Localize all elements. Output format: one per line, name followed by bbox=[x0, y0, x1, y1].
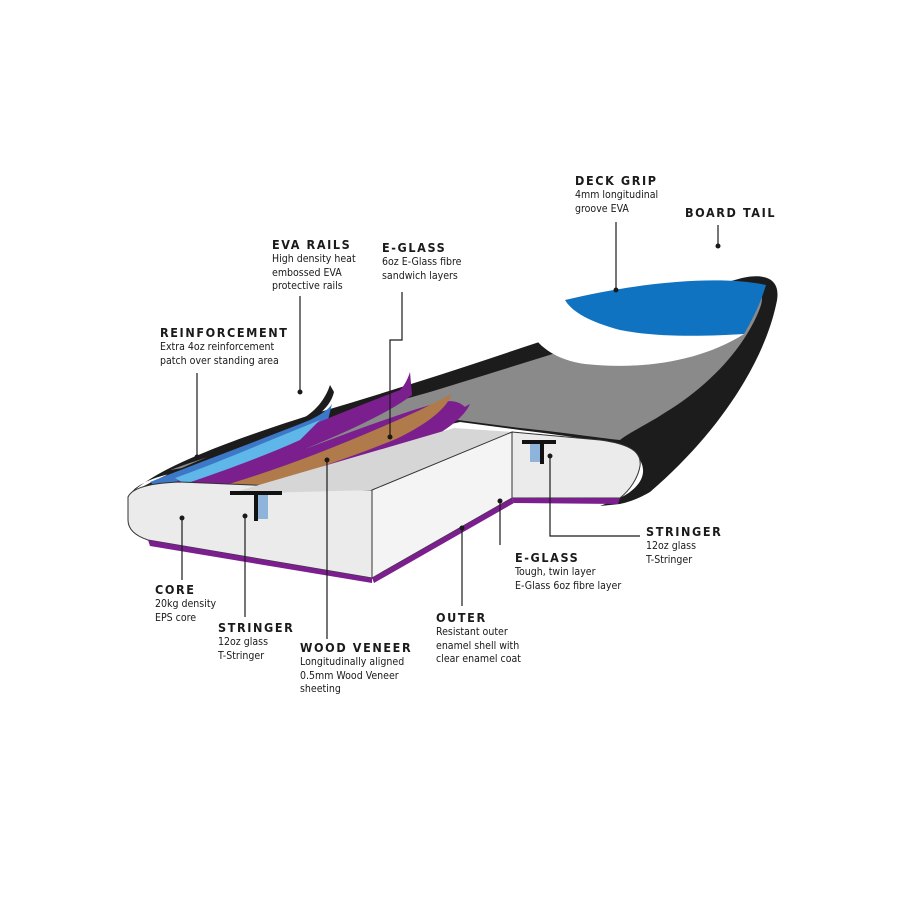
outer-line-2: enamel shell with bbox=[436, 639, 520, 652]
label-wood-veneer: WOOD VENEER Longitudinally aligned 0.5mm… bbox=[300, 640, 412, 697]
reinforcement-layer bbox=[150, 404, 332, 490]
reinforcement-line-1: Extra 4oz reinforcement bbox=[160, 341, 275, 353]
stringer-left-line-2: T-Stringer bbox=[218, 649, 265, 662]
e-glass-bottom-line-2: E-Glass 6oz fibre layer bbox=[515, 579, 622, 592]
stringer-right-title: STRINGER bbox=[646, 524, 723, 539]
wood-veneer-line-2: 0.5mm Wood Veneer bbox=[300, 669, 399, 682]
reinforcement-line-2: patch over standing area bbox=[160, 354, 279, 367]
deck-grip-line-1: 4mm longitudinal bbox=[575, 189, 659, 201]
deck-grip-line-2: groove EVA bbox=[575, 202, 629, 215]
core-line-1: 20kg density bbox=[155, 598, 217, 610]
label-stringer-right: STRINGER 12oz glass T-Stringer bbox=[646, 524, 722, 567]
label-core: CORE 20kg density EPS core bbox=[155, 582, 216, 625]
deck-grip-blue bbox=[565, 280, 766, 336]
stringer-left-line-1: 12oz glass bbox=[218, 636, 269, 648]
bottom-glass-left bbox=[148, 540, 372, 583]
outer-line-1: Resistant outer bbox=[436, 626, 508, 638]
eva-rail-layer bbox=[140, 385, 334, 494]
leader-dots bbox=[179, 243, 721, 531]
light-blue-layer bbox=[175, 420, 320, 484]
label-board-tail: BOARD TAIL bbox=[685, 205, 776, 221]
label-outer: OUTER Resistant outer enamel shell with … bbox=[436, 610, 521, 667]
stringer-right bbox=[522, 440, 556, 464]
core-title: CORE bbox=[155, 582, 196, 597]
eva-rails-line-1: High density heat bbox=[272, 253, 356, 265]
eva-rails-title: EVA RAILS bbox=[272, 237, 352, 252]
wood-veneer-line-1: Longitudinally aligned bbox=[300, 656, 405, 668]
wood-veneer-title: WOOD VENEER bbox=[300, 640, 413, 655]
stringer-right-line-2: T-Stringer bbox=[646, 553, 693, 566]
stringer-left-title: STRINGER bbox=[218, 620, 295, 635]
core-back-face bbox=[511, 431, 641, 499]
reinforcement-title: REINFORCEMENT bbox=[160, 325, 289, 340]
wood-veneer-line-3: sheeting bbox=[300, 683, 341, 695]
label-e-glass-bottom: E-GLASS Tough, twin layer E-Glass 6oz fi… bbox=[515, 550, 621, 593]
stringer-left bbox=[230, 491, 282, 521]
outer-title: OUTER bbox=[436, 610, 487, 625]
label-deck-grip: DECK GRIP 4mm longitudinal groove EVA bbox=[575, 173, 658, 216]
label-stringer-left: STRINGER 12oz glass T-Stringer bbox=[218, 620, 294, 663]
leader-lines bbox=[181, 222, 719, 639]
bottom-glass-right bbox=[512, 498, 620, 504]
bottom-glass-notch bbox=[372, 498, 514, 583]
eva-rails-line-3: protective rails bbox=[272, 280, 343, 292]
stringer-right-line-1: 12oz glass bbox=[646, 540, 697, 552]
e-glass-top-line-1: 6oz E-Glass fibre bbox=[382, 256, 462, 268]
core-top-face bbox=[228, 428, 512, 494]
core-front-face bbox=[127, 481, 373, 579]
core-line-2: EPS core bbox=[155, 611, 197, 624]
eva-rails-line-2: embossed EVA bbox=[272, 266, 342, 279]
e-glass-top-title: E-GLASS bbox=[382, 240, 447, 255]
label-eva-rails: EVA RAILS High density heat embossed EVA… bbox=[272, 237, 356, 294]
outer-line-3: clear enamel coat bbox=[436, 653, 521, 665]
deck-grip-title: DECK GRIP bbox=[575, 173, 658, 188]
label-reinforcement: REINFORCEMENT Extra 4oz reinforcement pa… bbox=[160, 325, 289, 368]
label-e-glass-top: E-GLASS 6oz E-Glass fibre sandwich layer… bbox=[382, 240, 462, 283]
e-glass-bottom-title: E-GLASS bbox=[515, 550, 580, 565]
e-glass-bottom-line-1: Tough, twin layer bbox=[515, 566, 596, 578]
e-glass-top-line-2: sandwich layers bbox=[382, 269, 458, 282]
board-tail-title: BOARD TAIL bbox=[685, 205, 777, 220]
